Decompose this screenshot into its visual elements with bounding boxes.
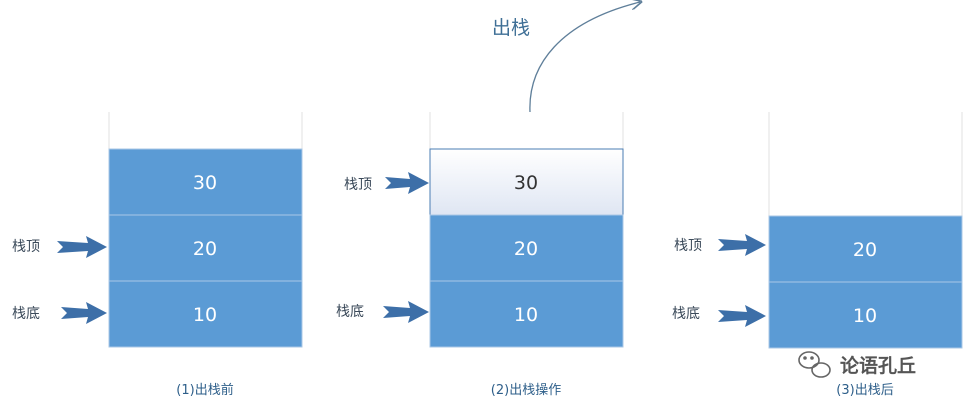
pop-label: 出栈 (492, 17, 530, 39)
stack-2-block-10-label: 10 (514, 304, 538, 326)
stack-3-after-pop: 20 10 栈顶 栈底 (3)出栈后 (672, 112, 963, 398)
stack-3-block-20 (768, 215, 963, 283)
stack-1-bottom-pointer-label: 栈底 (12, 306, 40, 322)
stack-2-top-pointer-arrow-icon (385, 172, 429, 194)
pop-curved-arrow-icon (529, 2, 640, 113)
stack-1-block-20 (108, 214, 303, 282)
stack-1-block-20-label: 20 (193, 238, 217, 260)
stack-2-bottom-pointer-label: 栈底 (336, 304, 364, 320)
stack-2-pop-operation: 30 20 10 栈顶 栈底 (2)出栈操作 出栈 (336, 2, 640, 398)
stack-3-caption: (3)出栈后 (836, 383, 893, 398)
stack-1-top-pointer-label: 栈顶 (12, 239, 40, 255)
watermark-label: 论语孔丘 (840, 354, 916, 377)
wechat-icon (798, 351, 831, 378)
stack-1-block-30-label: 30 (193, 172, 217, 194)
stack-1-caption: (1)出栈前 (176, 382, 233, 398)
stack-2-top-pointer-label: 栈顶 (344, 177, 372, 193)
stack-1-bottom-pointer-arrow-icon (61, 302, 107, 324)
stack-2-block-20 (429, 214, 624, 282)
stack-2-block-20-label: 20 (514, 238, 538, 260)
stack-2-bottom-pointer-arrow-icon (383, 301, 429, 323)
stack-3-block-10-label: 10 (853, 305, 877, 327)
stack-3-bottom-pointer-arrow-icon (718, 305, 766, 327)
stack-3-block-10 (768, 281, 963, 349)
stack-2-block-10 (429, 280, 624, 348)
stack-1-block-30 (108, 148, 303, 216)
watermark: 论语孔丘 (798, 351, 916, 378)
stack-3-top-pointer-label: 栈顶 (674, 238, 702, 254)
stack-1-block-10-label: 10 (193, 304, 217, 326)
stack-1-block-10 (108, 280, 303, 348)
stack-1-top-pointer-arrow-icon (57, 236, 107, 258)
stack-2-caption: (2)出栈操作 (491, 382, 561, 398)
stack-1-before-pop: 30 20 10 栈顶 栈底 (1)出栈前 (12, 112, 303, 398)
stack-3-bottom-pointer-label: 栈底 (672, 306, 700, 322)
stack-2-popped-block-30 (429, 148, 624, 216)
stack-3-block-20-label: 20 (853, 239, 877, 261)
stack-3-top-pointer-arrow-icon (718, 234, 766, 256)
stack-2-popped-block-30-label: 30 (514, 172, 538, 194)
